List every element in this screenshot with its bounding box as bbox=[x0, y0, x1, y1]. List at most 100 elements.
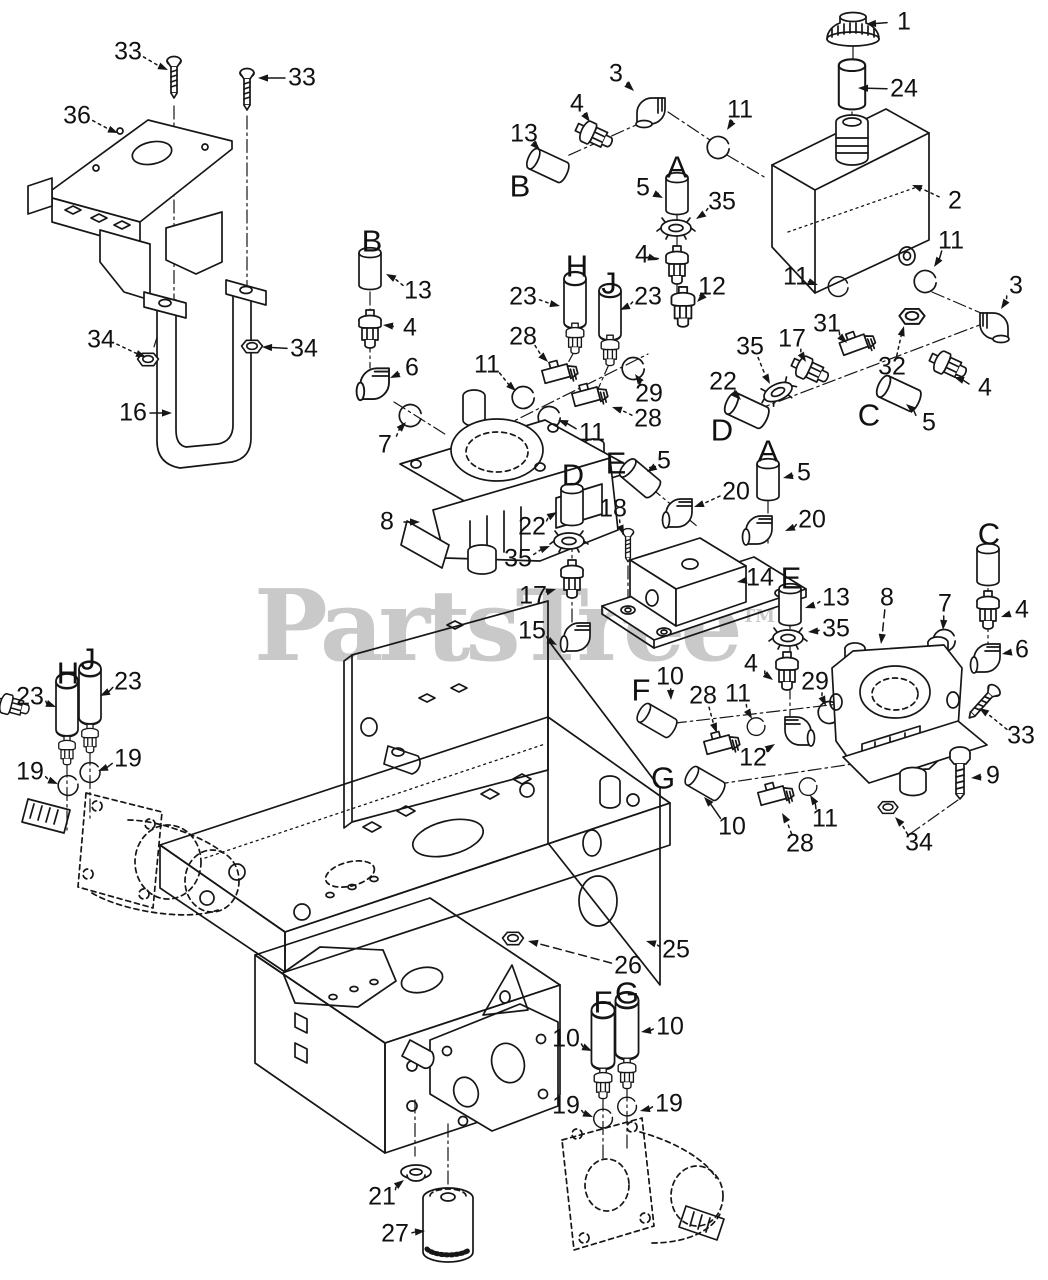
callout-11: 11 bbox=[812, 804, 838, 833]
callout-4: 4 bbox=[978, 373, 992, 402]
callout-35: 35 bbox=[504, 544, 532, 573]
callout-10: 10 bbox=[656, 662, 684, 691]
callout-7: 7 bbox=[938, 589, 952, 618]
callout-23: 23 bbox=[16, 682, 44, 711]
callout-D: D bbox=[561, 457, 585, 493]
callout-D: D bbox=[710, 412, 734, 448]
callout-23: 23 bbox=[509, 282, 537, 311]
leader-lines bbox=[44, 19, 1013, 1236]
callout-10: 10 bbox=[656, 1012, 684, 1041]
part-motor-left bbox=[21, 792, 240, 916]
callout-B: B bbox=[509, 168, 531, 204]
callout-19: 19 bbox=[16, 757, 44, 786]
callout-13: 13 bbox=[822, 583, 850, 612]
callout-14: 14 bbox=[746, 563, 774, 592]
callout-20: 20 bbox=[798, 505, 826, 534]
callout-23: 23 bbox=[114, 667, 142, 696]
callout-8: 8 bbox=[380, 507, 394, 536]
callout-C: C bbox=[857, 397, 881, 433]
callout-34: 34 bbox=[290, 334, 318, 363]
callout-F: F bbox=[593, 984, 613, 1020]
part-16-frame-channel bbox=[143, 279, 267, 469]
callout-5: 5 bbox=[636, 173, 650, 202]
callout-G: G bbox=[614, 975, 640, 1011]
callout-A: A bbox=[757, 433, 779, 469]
callout-1: 1 bbox=[897, 7, 911, 36]
callout-35: 35 bbox=[736, 332, 764, 361]
callout-H: H bbox=[565, 248, 589, 284]
callout-11: 11 bbox=[938, 226, 964, 255]
callout-H: H bbox=[56, 655, 80, 691]
callout-31: 31 bbox=[813, 309, 841, 338]
callout-18: 18 bbox=[599, 494, 627, 523]
callout-28: 28 bbox=[509, 322, 537, 351]
callout-13: 13 bbox=[510, 119, 538, 148]
callout-11: 11 bbox=[474, 350, 500, 379]
callout-23: 23 bbox=[634, 282, 662, 311]
callout-35: 35 bbox=[822, 614, 850, 643]
callout-27: 27 bbox=[381, 1219, 409, 1248]
callout-10: 10 bbox=[552, 1024, 580, 1053]
callout-13: 13 bbox=[404, 276, 432, 305]
callout-35: 35 bbox=[708, 187, 736, 216]
callout-29: 29 bbox=[635, 379, 663, 408]
callout-34: 34 bbox=[905, 828, 933, 857]
callout-J: J bbox=[601, 265, 617, 301]
callout-4: 4 bbox=[744, 649, 758, 678]
callout-C: C bbox=[977, 516, 1001, 552]
callout-B: B bbox=[361, 223, 383, 259]
callout-J: J bbox=[80, 641, 96, 677]
callout-33: 33 bbox=[1007, 721, 1035, 750]
callout-26: 26 bbox=[614, 951, 642, 980]
callout-3: 3 bbox=[1009, 271, 1023, 300]
callout-17: 17 bbox=[778, 324, 806, 353]
callout-3: 3 bbox=[609, 59, 623, 88]
callout-9: 9 bbox=[986, 761, 1000, 790]
callout-19: 19 bbox=[114, 744, 142, 773]
callout-11: 11 bbox=[725, 679, 751, 708]
callout-4: 4 bbox=[570, 89, 584, 118]
callout-19: 19 bbox=[552, 1091, 580, 1120]
callout-2: 2 bbox=[948, 186, 962, 215]
callout-33: 33 bbox=[114, 37, 142, 66]
callout-4: 4 bbox=[1015, 595, 1029, 624]
callout-15: 15 bbox=[518, 616, 546, 645]
callout-4: 4 bbox=[635, 240, 649, 269]
callout-7: 7 bbox=[378, 430, 392, 459]
part-14-manifold bbox=[601, 537, 807, 649]
callout-E: E bbox=[605, 445, 627, 481]
callout-A: A bbox=[666, 149, 688, 185]
callout-22: 22 bbox=[709, 367, 737, 396]
callout-33: 33 bbox=[288, 63, 316, 92]
callout-25: 25 bbox=[662, 935, 690, 964]
callout-28: 28 bbox=[689, 681, 717, 710]
callout-5: 5 bbox=[797, 458, 811, 487]
callout-28: 28 bbox=[786, 829, 814, 858]
callout-22: 22 bbox=[518, 512, 546, 541]
callout-19: 19 bbox=[655, 1089, 683, 1118]
callout-E: E bbox=[780, 560, 802, 596]
callout-10: 10 bbox=[718, 812, 746, 841]
callout-12: 12 bbox=[698, 272, 726, 301]
callout-34: 34 bbox=[87, 325, 115, 354]
callout-11: 11 bbox=[727, 95, 753, 124]
watermark-tm: TM bbox=[741, 606, 776, 627]
callout-12: 12 bbox=[739, 743, 767, 772]
callout-11: 11 bbox=[579, 418, 605, 447]
callout-20: 20 bbox=[722, 477, 750, 506]
callout-5: 5 bbox=[922, 408, 936, 437]
part-27-oil-filter bbox=[422, 1187, 474, 1263]
part-frame-weldment bbox=[159, 600, 671, 1154]
callout-11: 11 bbox=[783, 262, 809, 291]
callout-F: F bbox=[631, 672, 651, 708]
callout-6: 6 bbox=[1015, 635, 1029, 664]
callout-24: 24 bbox=[890, 74, 918, 103]
part-2-reservoir bbox=[771, 108, 930, 294]
part-motor-right bbox=[561, 1117, 725, 1251]
callout-G: G bbox=[650, 760, 676, 796]
part-36-bracket bbox=[27, 119, 233, 301]
part-8-pump-right bbox=[829, 636, 988, 797]
